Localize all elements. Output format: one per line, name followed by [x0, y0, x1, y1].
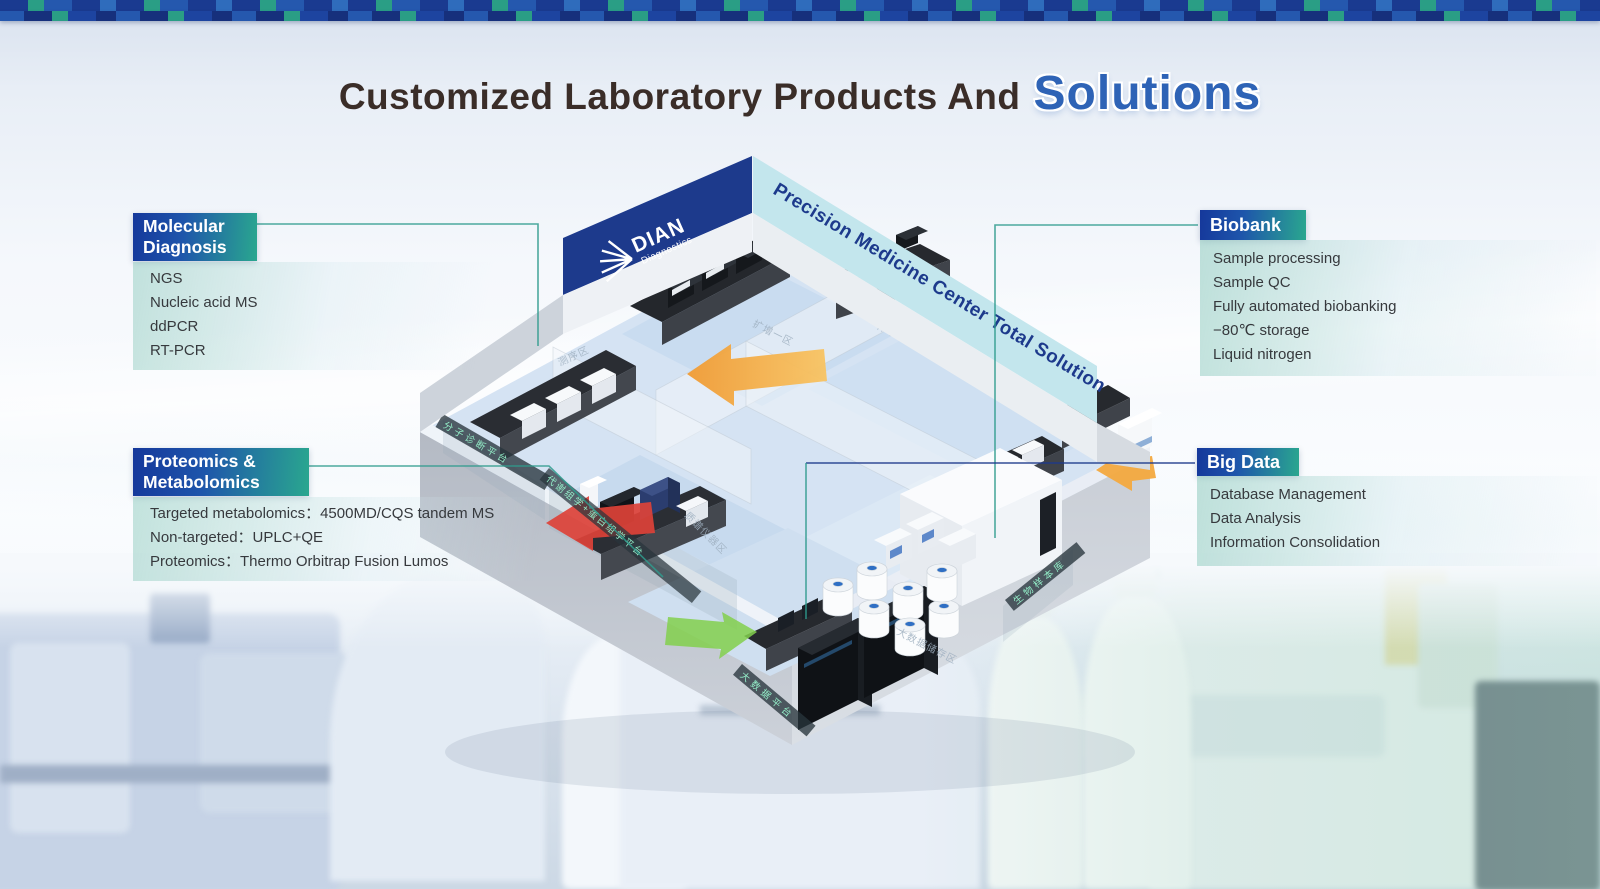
page-title: Customized Laboratory Products And Solut… — [0, 66, 1600, 121]
orange-arrow-main — [687, 344, 827, 406]
list-item: Sample QC — [1213, 274, 1291, 291]
dian-logo-fan-icon — [599, 240, 633, 283]
molecular-diagnosis-title-line1: Molecular — [143, 216, 225, 236]
list-item: Nucleic acid MS — [150, 294, 258, 311]
proteomics-metabolomics-header: Proteomics & Metabolomics — [133, 448, 309, 496]
list-item: Data Analysis — [1210, 510, 1301, 527]
solution-banner-panel — [753, 156, 1097, 423]
page-title-highlight: Solutions — [1033, 67, 1262, 120]
list-item: ddPCR — [150, 318, 199, 335]
list-item: Database Management — [1210, 486, 1366, 503]
list-item: Targeted metabolomics：4500MD/CQS tandem … — [150, 505, 495, 522]
proteomics-title-line2: Metabolomics — [143, 472, 260, 492]
background-machine-left-panel — [10, 643, 130, 833]
proteomics-title-line1: Proteomics & — [143, 451, 256, 471]
molecular-diagnosis-header: Molecular Diagnosis — [133, 213, 257, 261]
decorative-border-row-top — [0, 0, 1600, 11]
list-item: Liquid nitrogen — [1213, 346, 1312, 363]
biobank-title: Biobank — [1210, 214, 1282, 235]
list-item: RT-PCR — [150, 342, 206, 359]
list-item: Fully automated biobanking — [1213, 298, 1397, 315]
callout-connectors — [256, 223, 1198, 619]
big-data-title: Big Data — [1207, 451, 1281, 472]
connector-biobank — [994, 224, 1198, 538]
liquid-nitrogen-tanks — [822, 561, 960, 657]
decorative-border-row-bottom — [0, 11, 1600, 21]
list-item: Proteomics：Thermo Orbitrap Fusion Lumos — [150, 553, 449, 570]
background-person-right1-body — [988, 617, 1084, 889]
molecular-diagnosis-title-line2: Diagnosis — [143, 237, 227, 257]
list-item: Sample processing — [1213, 250, 1341, 267]
page-title-prefix: Customized Laboratory Products And — [338, 76, 1021, 117]
connector-proteomics — [307, 465, 664, 578]
list-item: Information Consolidation — [1210, 534, 1381, 551]
freezer-boxes — [874, 512, 976, 570]
green-arrow — [665, 612, 757, 659]
proteomics-metabolomics-list: Targeted metabolomics：4500MD/CQS tandem … — [133, 497, 607, 581]
background-dark-cabinet — [1475, 681, 1600, 889]
list-item: −80℃ storage — [1213, 322, 1310, 339]
list-item: Non-targeted：UPLC+QE — [150, 529, 323, 546]
big-data-header: Big Data — [1197, 448, 1299, 476]
building-shadow — [445, 710, 1135, 794]
list-item: NGS — [150, 270, 183, 287]
background-conveyor — [0, 765, 360, 783]
molecular-diagnosis-list: NGS Nucleic acid MS ddPCR RT-PCR — [133, 262, 565, 370]
background-machine-left-2 — [200, 653, 350, 813]
biobank-header: Biobank — [1200, 210, 1306, 240]
